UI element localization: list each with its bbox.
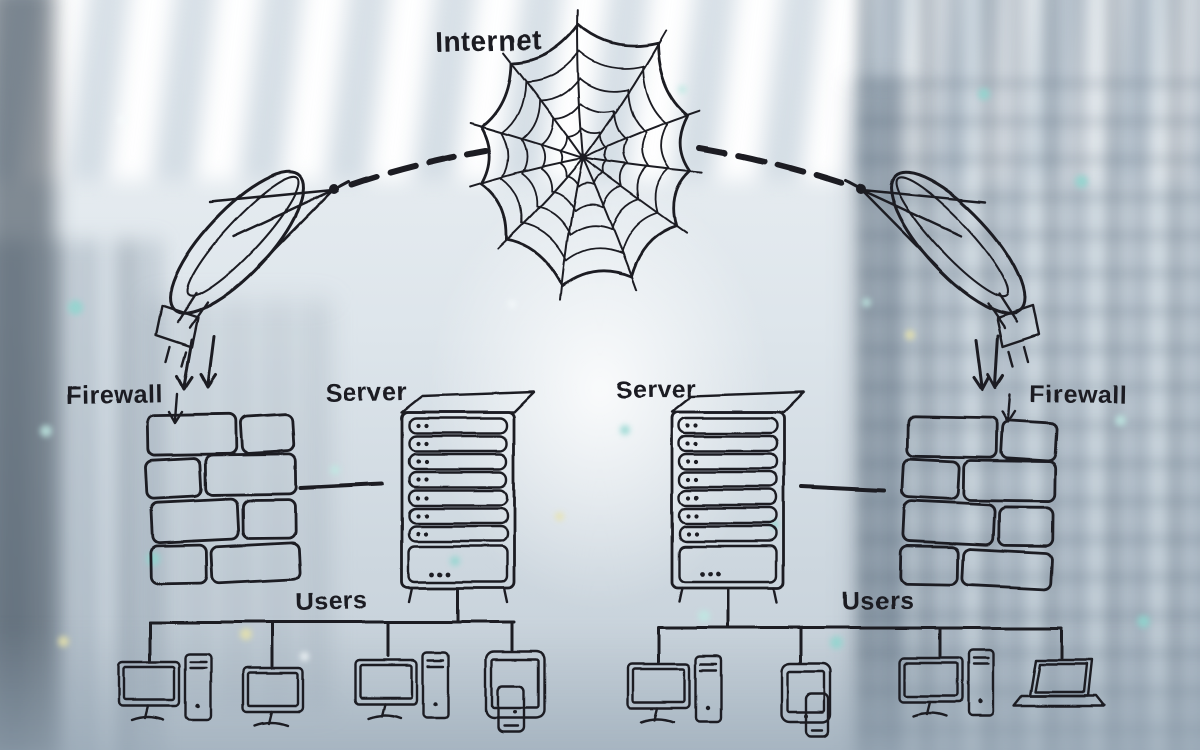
bokeh-light [1075, 175, 1088, 188]
bokeh-light [770, 520, 779, 529]
bokeh-light [40, 425, 52, 437]
users-right-label: Users [842, 587, 914, 616]
users-right-devices [626, 648, 1106, 738]
server-left-drawing [400, 390, 536, 604]
bokeh-light [1115, 415, 1126, 426]
bokeh-light [905, 330, 915, 340]
downlink-arrows-left [167, 334, 218, 425]
bokeh-light [300, 652, 309, 661]
link-server-firewall-right [800, 484, 886, 492]
users-left-label: Users [295, 586, 368, 616]
users-bus-left [148, 588, 516, 668]
bokeh-light [68, 300, 83, 315]
monitor-display [241, 666, 305, 728]
satellite-dish-left-drawing [154, 170, 351, 368]
firewall-right-label: Firewall [1030, 380, 1128, 410]
bokeh-light [862, 298, 871, 307]
users-bus-right [656, 588, 1064, 664]
internet-web-drawing [469, 9, 704, 302]
satellite-dish-right-drawing [844, 170, 1041, 368]
desktop-computer [353, 650, 450, 720]
server-right-drawing [670, 390, 806, 604]
bokeh-light [555, 512, 564, 521]
smartphone-device [496, 684, 526, 734]
bokeh-light [698, 610, 710, 622]
smartphone-device [804, 692, 830, 738]
internet-label: Internet [435, 24, 542, 58]
bokeh-light [978, 88, 990, 100]
wireless-link-right [697, 145, 847, 187]
firewall-left-drawing [144, 412, 302, 586]
laptop-computer [1012, 658, 1106, 708]
bokeh-light [450, 556, 460, 566]
desktop-computer [116, 652, 213, 722]
tablet-device [484, 650, 546, 720]
bokeh-light [1137, 615, 1150, 628]
desktop-computer [626, 654, 723, 724]
bokeh-light [508, 300, 516, 308]
bokeh-light [240, 628, 252, 640]
bokeh-light [830, 636, 843, 649]
link-firewall-server-left [298, 482, 384, 490]
bokeh-light [330, 465, 340, 475]
server-left-label: Server [325, 378, 407, 408]
bokeh-light [620, 425, 630, 435]
firewall-right-drawing [898, 414, 1058, 591]
floor-bg [0, 625, 1200, 750]
corridor-glow-bg [420, 160, 780, 620]
bokeh-light [58, 636, 69, 647]
downlink-arrows-right [972, 334, 1017, 425]
wireless-link-left [349, 147, 489, 187]
bokeh-light [678, 85, 687, 94]
bokeh-light [118, 115, 128, 125]
desktop-computer [898, 648, 995, 718]
server-right-label: Server [616, 375, 697, 404]
users-left-devices [116, 650, 546, 734]
firewall-left-label: Firewall [66, 380, 164, 410]
